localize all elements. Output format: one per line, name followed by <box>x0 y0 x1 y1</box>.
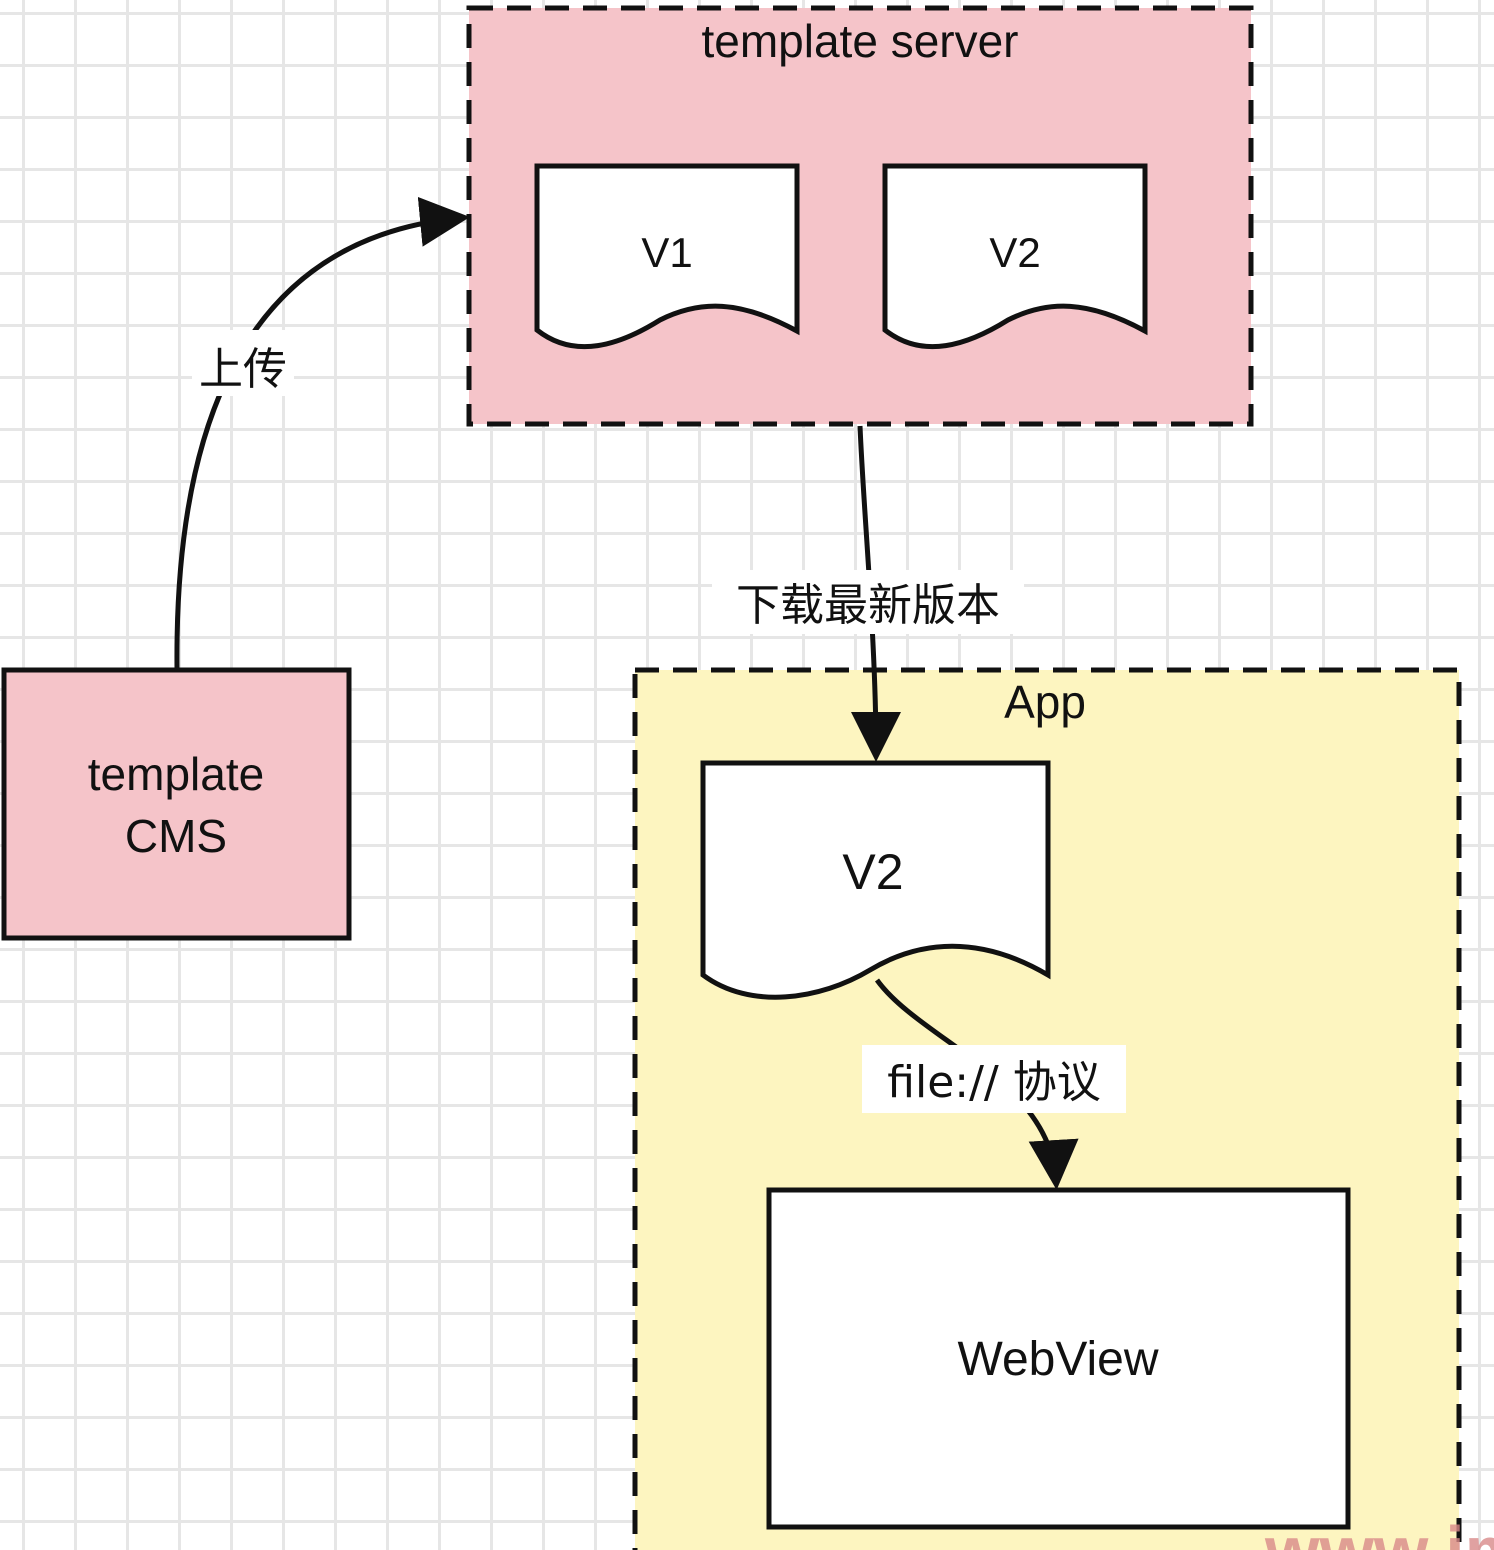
server-v2-document[interactable]: V2 <box>882 163 1148 350</box>
webview-label: WebView <box>958 1333 1159 1386</box>
server-v1-label: V1 <box>641 229 692 276</box>
webview-box[interactable]: WebView <box>766 1187 1351 1530</box>
watermark: www.im <box>1264 1512 1494 1550</box>
cms-label-line1: template <box>88 748 264 800</box>
app-v2-label: V2 <box>842 844 903 900</box>
server-v1-document[interactable]: V1 <box>534 163 800 350</box>
file-protocol-label: file:// 协议 <box>887 1057 1100 1108</box>
template-server-label: template server <box>701 15 1018 67</box>
app-label: App <box>1004 676 1086 728</box>
upload-label: 上传 <box>199 344 287 395</box>
cms-label-line2: CMS <box>125 810 227 862</box>
app-v2-document[interactable]: V2 <box>700 760 1051 1000</box>
upload-arrow <box>174 196 470 669</box>
server-v2-label: V2 <box>989 229 1040 276</box>
template-cms-box[interactable]: template CMS <box>1 667 352 941</box>
download-label: 下载最新版本 <box>736 580 1000 631</box>
